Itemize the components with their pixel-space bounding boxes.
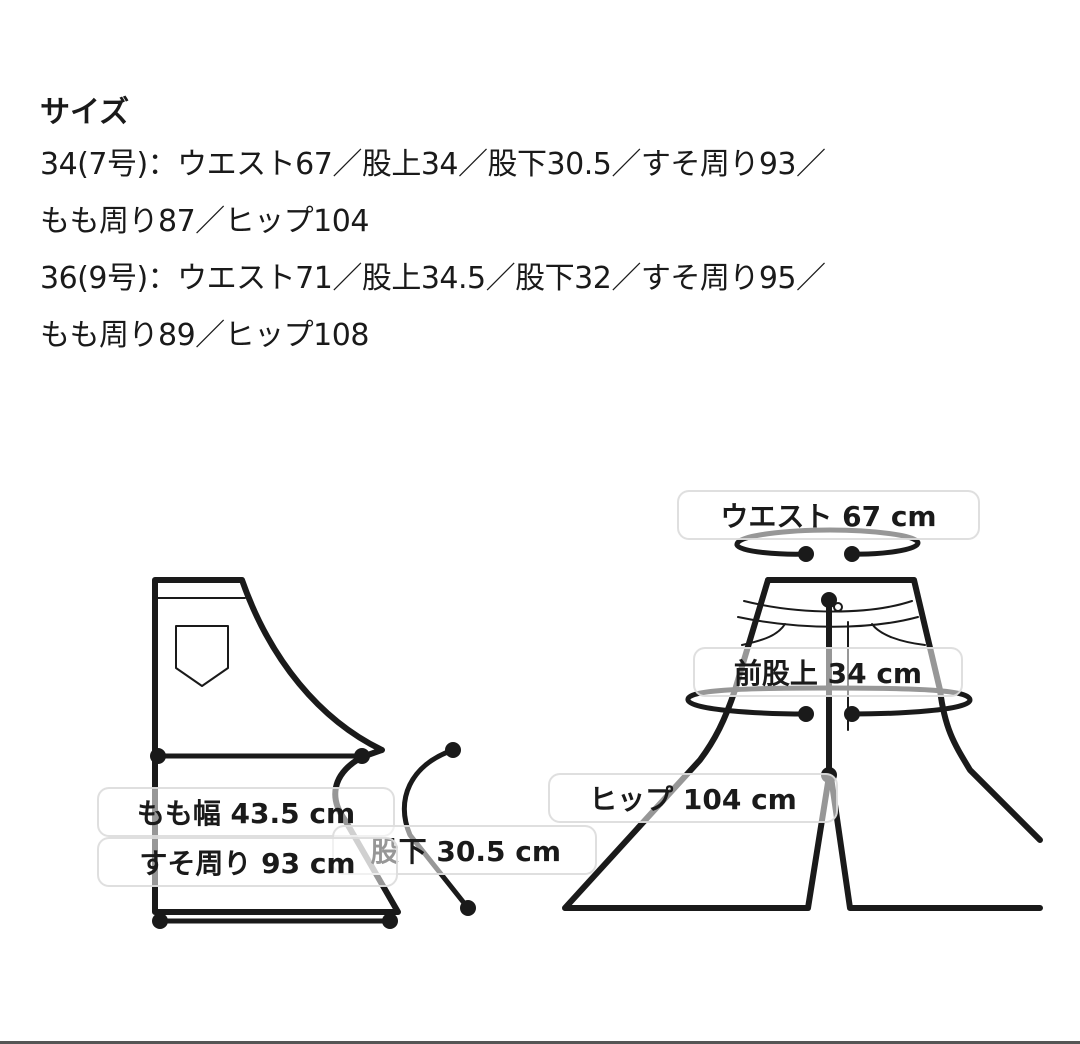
label-hip: ヒップ 104 cm (548, 773, 838, 823)
bottom-divider (0, 1041, 1080, 1044)
label-thigh-width: もも幅 43.5 cm (97, 787, 395, 837)
size-line-2: もも周り87／ヒップ104 (40, 204, 369, 239)
size-text-block: サイズ 34(7号)：ウエスト67／股上34／股下30.5／すそ周り93／ もも… (40, 90, 826, 364)
size-line-3: 36(9号)：ウエスト71／股上34.5／股下32／すそ周り95／ (40, 261, 826, 296)
size-heading: サイズ (40, 95, 130, 130)
size-line-1: 34(7号)：ウエスト67／股上34／股下30.5／すそ周り93／ (40, 147, 826, 182)
label-front-rise: 前股上 34 cm (693, 647, 963, 697)
size-line-4: もも周り89／ヒップ108 (40, 318, 369, 353)
label-hem: すそ周り 93 cm (97, 837, 398, 887)
measurement-dots (150, 546, 860, 929)
label-waist: ウエスト 67 cm (677, 490, 980, 540)
